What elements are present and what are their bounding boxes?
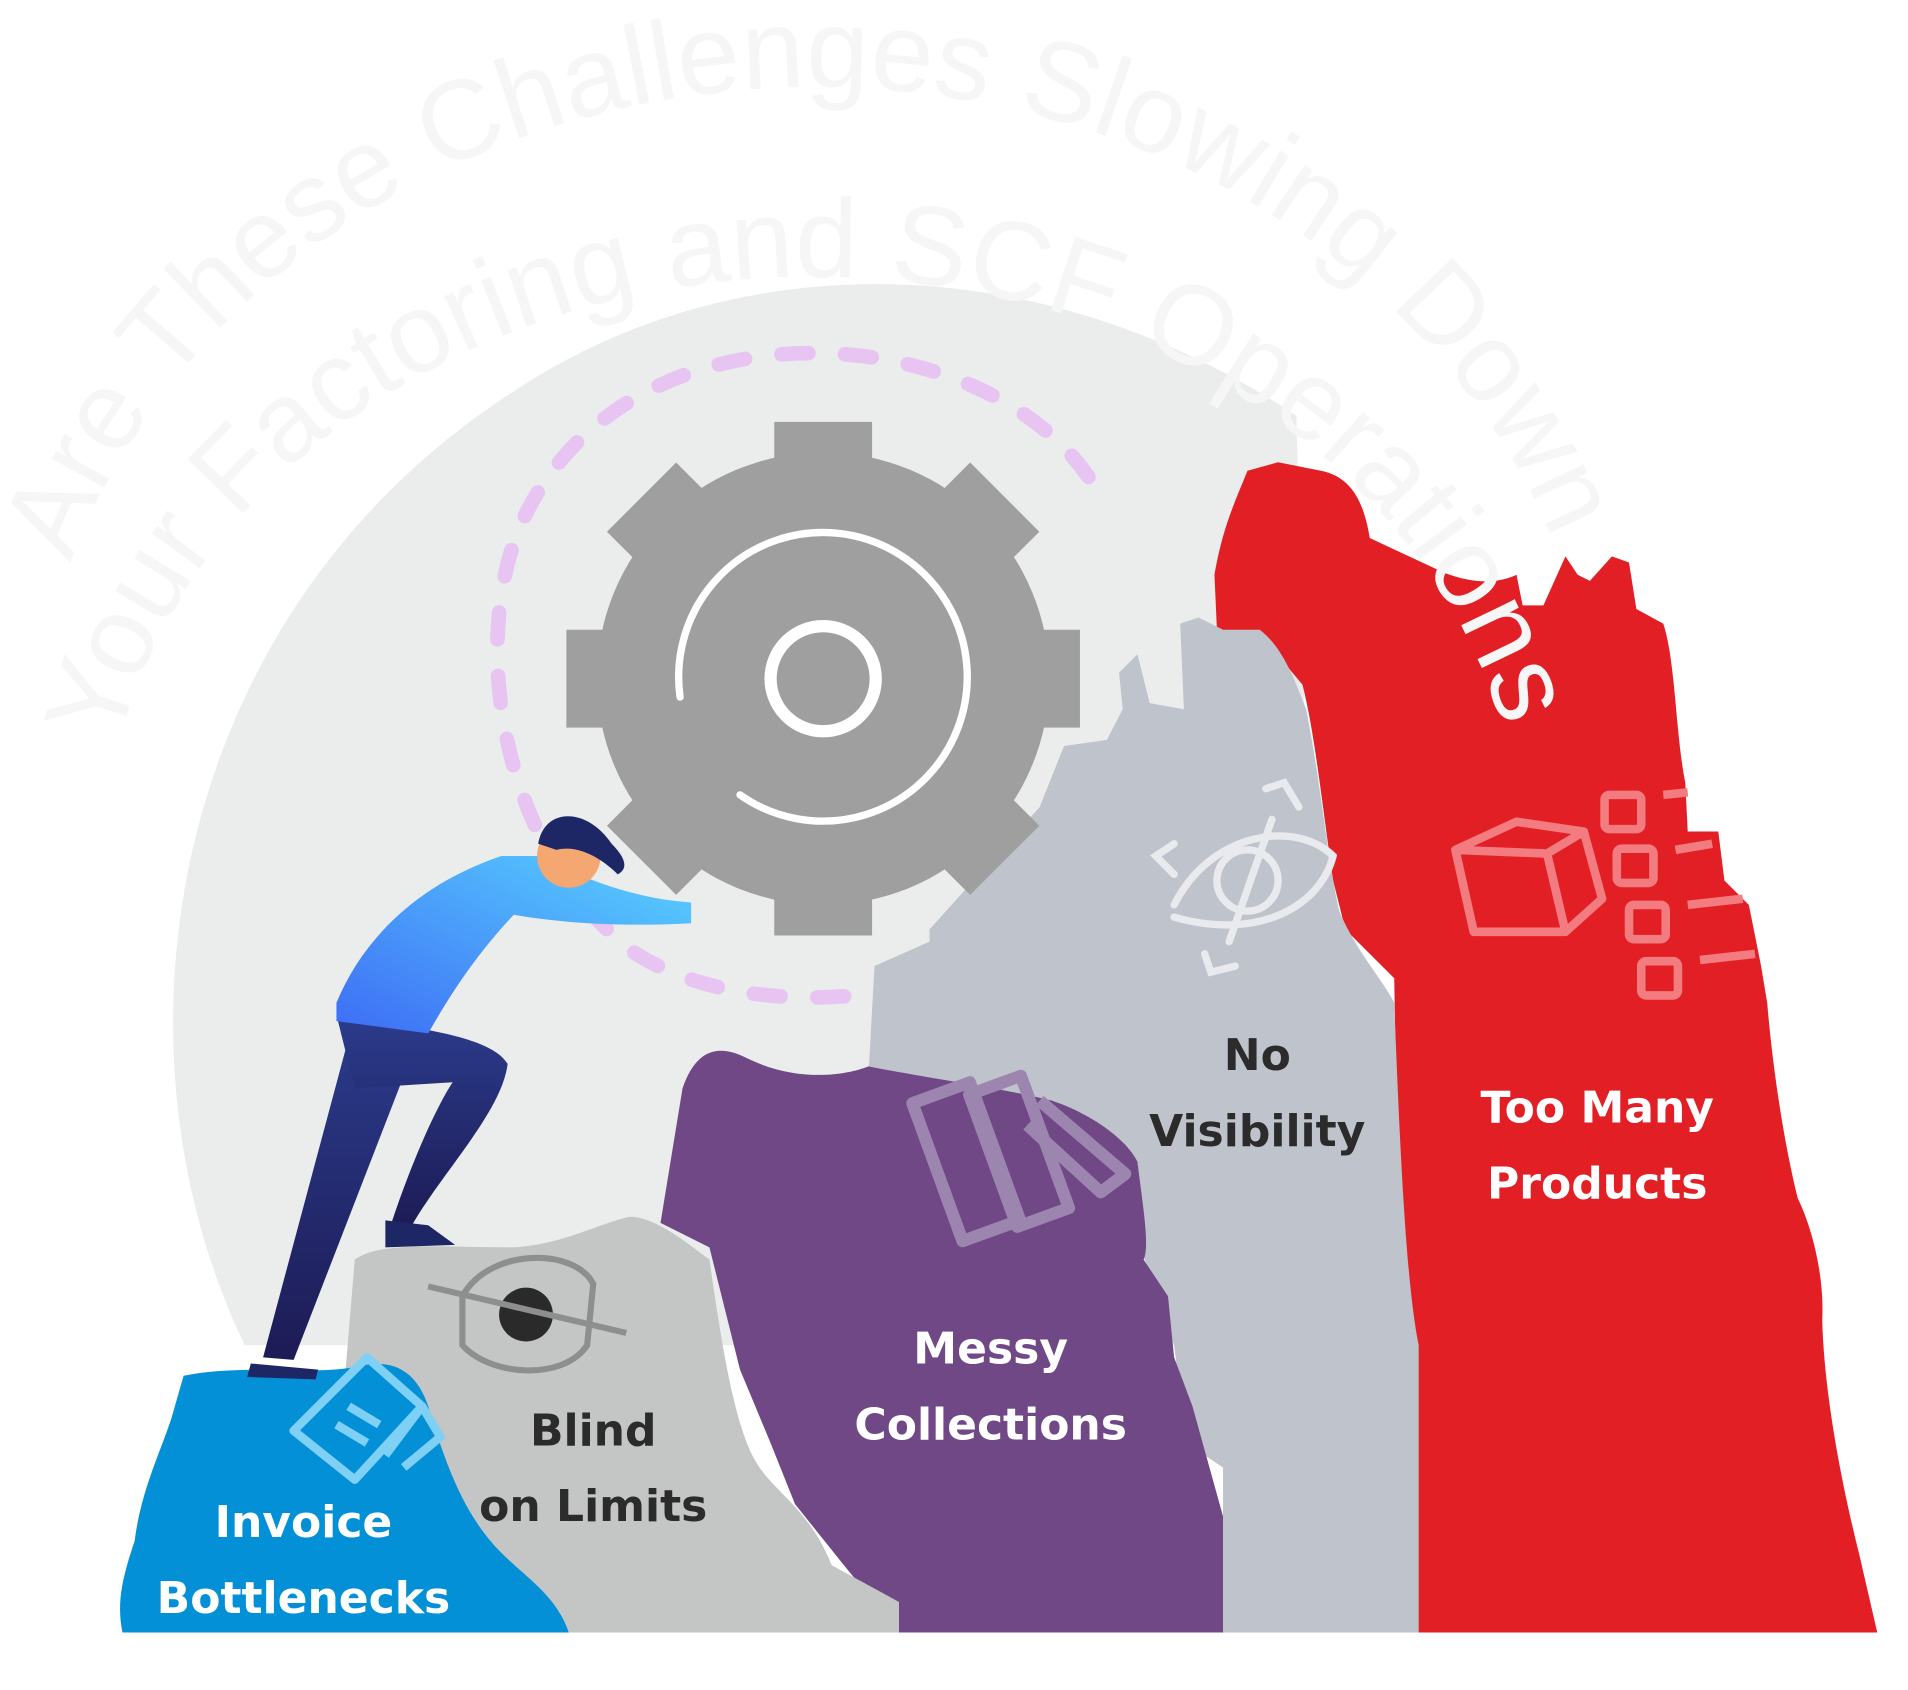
challenge-no-visibility: No Visibility <box>1149 1030 1365 1157</box>
label-line-2: on Limits <box>479 1481 707 1532</box>
gear-icon <box>566 421 1080 936</box>
label-line-2: Bottlenecks <box>157 1573 451 1624</box>
label-line-2: Products <box>1487 1158 1707 1209</box>
product-checklist-icon <box>1451 788 1756 1000</box>
invoice-icon <box>289 1353 445 1484</box>
too-many-products-rock <box>1214 462 1878 1633</box>
no-visibility-rock <box>868 617 1419 1633</box>
documents-icon <box>906 1069 1132 1248</box>
label-line-1: Invoice <box>215 1497 393 1548</box>
challenge-too-many-products: Too Many Products <box>1480 1083 1714 1210</box>
label-line-1: Blind <box>530 1405 657 1456</box>
eye-icon <box>427 1254 627 1374</box>
hidden-eye-icon <box>1150 778 1338 977</box>
invoice-bottlenecks-rock <box>120 1363 569 1633</box>
blind-on-limits-rock <box>342 1216 899 1633</box>
challenge-invoice-bottlenecks: Invoice Bottlenecks <box>157 1497 451 1624</box>
person-pushing-gear <box>247 816 692 1380</box>
label-line-1: Messy <box>913 1323 1068 1374</box>
messy-collections-rock <box>660 1050 1224 1633</box>
challenge-blind-on-limits: Blind on Limits <box>479 1405 707 1532</box>
label-line-1: No <box>1224 1030 1291 1081</box>
label-line-1: Too Many <box>1480 1083 1714 1134</box>
label-line-2: Visibility <box>1149 1106 1365 1157</box>
challenge-messy-collections: Messy Collections <box>854 1323 1127 1450</box>
label-line-2: Collections <box>854 1399 1127 1450</box>
